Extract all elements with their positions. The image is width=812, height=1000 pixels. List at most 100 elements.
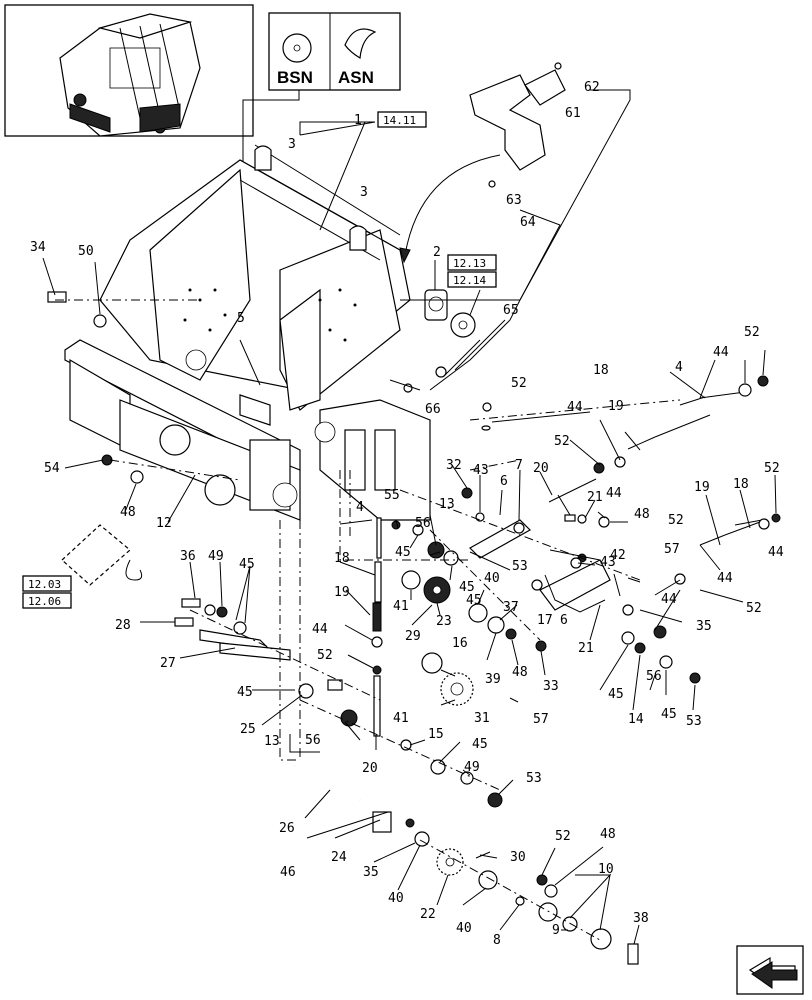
callout-20: 20 [362, 761, 378, 776]
callout-17: 17 [537, 613, 553, 628]
previous-page-arrow-icon[interactable] [736, 945, 804, 995]
callout-48: 48 [120, 505, 136, 520]
baler-thumbnail-icon[interactable] [4, 4, 254, 137]
callout-19: 19 [694, 480, 710, 495]
callout-45: 45 [472, 737, 488, 752]
callout-45: 45 [239, 557, 255, 572]
callout-28: 28 [115, 618, 131, 633]
callout-29: 29 [405, 629, 421, 644]
callout-3: 3 [288, 137, 296, 152]
callout-2: 2 [433, 245, 441, 260]
callout-16: 16 [452, 636, 468, 651]
callout-40: 40 [484, 571, 500, 586]
left-link-assembly [47, 291, 503, 833]
callout-labels: 1 2 3 3 4 4 5 6 6 7 8 9 10 12 13 13 14 1… [30, 80, 784, 948]
callout-13: 13 [439, 497, 455, 512]
callout-57: 57 [533, 712, 549, 727]
callout-52: 52 [746, 601, 762, 616]
callout-44: 44 [312, 622, 328, 637]
callout-45: 45 [608, 687, 624, 702]
callout-53: 53 [686, 714, 702, 729]
lower-idler-assembly [414, 831, 639, 965]
callout-27: 27 [160, 656, 176, 671]
callout-57: 57 [664, 542, 680, 557]
variant-asn-label: ASN [338, 68, 374, 87]
callout-62: 62 [584, 80, 600, 95]
callout-33: 33 [543, 679, 559, 694]
baler-frame [64, 144, 431, 521]
callout-19: 19 [608, 399, 624, 414]
callout-44: 44 [567, 400, 583, 415]
callout-4: 4 [356, 500, 364, 515]
callout-32: 32 [446, 458, 462, 473]
section-ref-12-06: 12.06 [28, 595, 61, 608]
callout-9: 9 [552, 923, 560, 938]
callout-48: 48 [512, 665, 528, 680]
callout-42: 42 [610, 548, 626, 563]
callout-15: 15 [428, 727, 444, 742]
callout-20: 20 [533, 461, 549, 476]
callout-44: 44 [717, 571, 733, 586]
callout-52: 52 [744, 325, 760, 340]
callout-52: 52 [317, 648, 333, 663]
callout-1: 1 [354, 113, 362, 128]
shaft-assembly [403, 289, 781, 684]
callout-39: 39 [485, 672, 501, 687]
callout-5: 5 [237, 311, 245, 326]
callout-31: 31 [474, 711, 490, 726]
callout-49: 49 [464, 760, 480, 775]
callout-52: 52 [668, 513, 684, 528]
callout-37: 37 [503, 600, 519, 615]
callout-54: 54 [44, 461, 60, 476]
callout-40: 40 [456, 921, 472, 936]
callout-64: 64 [520, 215, 536, 230]
callout-36: 36 [180, 549, 196, 564]
section-ref-14-11: 14.11 [383, 114, 416, 127]
callout-18: 18 [733, 477, 749, 492]
callout-52: 52 [554, 434, 570, 449]
section-ref-12-13: 12.13 [453, 257, 486, 270]
callout-45: 45 [459, 580, 475, 595]
callout-13: 13 [264, 734, 280, 749]
leader-lines [42, 89, 777, 945]
center-assembly [371, 487, 641, 737]
callout-34: 34 [30, 240, 46, 255]
callout-44: 44 [606, 486, 622, 501]
callout-52: 52 [511, 376, 527, 391]
callout-18: 18 [593, 363, 609, 378]
callout-50: 50 [78, 244, 94, 259]
callout-61: 61 [565, 106, 581, 121]
callout-45: 45 [237, 685, 253, 700]
callout-21: 21 [587, 490, 603, 505]
alignment-lines [55, 299, 681, 941]
callout-44: 44 [768, 545, 784, 560]
callout-22: 22 [420, 907, 436, 922]
callout-12: 12 [156, 516, 172, 531]
section-ref-12-14: 12.14 [453, 274, 486, 287]
callout-14: 14 [628, 712, 644, 727]
callout-63: 63 [506, 193, 522, 208]
callout-26: 26 [279, 821, 295, 836]
callout-41: 41 [393, 599, 409, 614]
callout-53: 53 [512, 559, 528, 574]
callout-3: 3 [360, 185, 368, 200]
callout-18: 18 [334, 551, 350, 566]
callout-53: 53 [526, 771, 542, 786]
asn-segment-icon [344, 28, 377, 60]
callout-55: 55 [384, 488, 400, 503]
callout-65: 65 [503, 303, 519, 318]
callout-45: 45 [466, 593, 482, 608]
callout-38: 38 [633, 911, 649, 926]
callout-30: 30 [510, 850, 526, 865]
callout-21: 21 [578, 641, 594, 656]
callout-52: 52 [764, 461, 780, 476]
variant-legend: BSN ASN [239, 12, 401, 304]
callout-44: 44 [713, 345, 729, 360]
section-refs[interactable]: 14.11 12.13 12.14 12.03 12.06 [22, 111, 497, 609]
callout-43: 43 [473, 463, 489, 478]
callout-46: 46 [280, 865, 296, 880]
callout-4: 4 [675, 360, 683, 375]
callout-6: 6 [560, 613, 568, 628]
callout-35: 35 [696, 619, 712, 634]
